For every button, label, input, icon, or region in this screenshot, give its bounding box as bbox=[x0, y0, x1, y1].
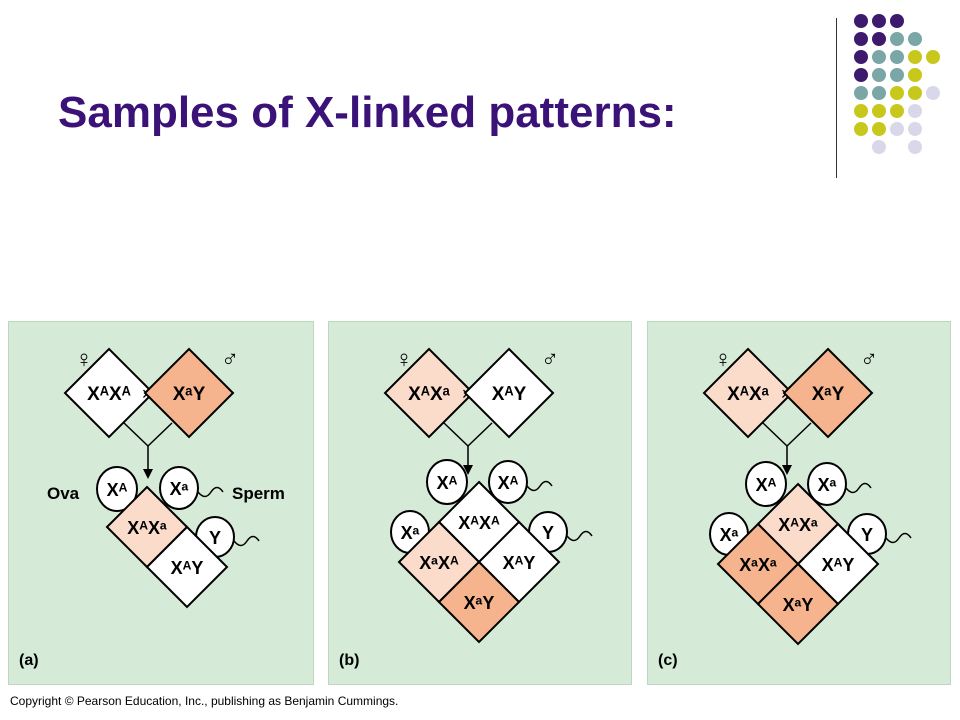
sperm-gamete-1-label: Xᵃ bbox=[170, 479, 189, 499]
sperm-tail-2 bbox=[233, 535, 260, 547]
egg-gamete-1 bbox=[745, 461, 787, 507]
offspring-cell-4-label: XᵃY bbox=[464, 593, 495, 613]
offspring-cell-4-label: XᵃY bbox=[783, 595, 814, 615]
dot-grid-row-4 bbox=[854, 68, 922, 82]
panel-label: (a) bbox=[19, 652, 39, 669]
dot-grid-row-2 bbox=[854, 32, 922, 46]
offspring-cell-4 bbox=[756, 562, 840, 646]
decorative-dot-grid bbox=[854, 14, 940, 154]
ova-label: Ova bbox=[47, 484, 80, 503]
punnett-panel-c: ♀ ♂ XᴬXᵃ × XᵃY Xᴬ Xᵃ Xᵃ Y XᴬXᵃ XᵃXᵃ XᴬY … bbox=[647, 321, 951, 685]
title-divider-line bbox=[836, 18, 837, 178]
male-symbol: ♂ bbox=[860, 346, 878, 373]
mother-genotype-diamond bbox=[383, 347, 475, 439]
offspring-cell-4 bbox=[437, 560, 521, 644]
offspring-cell-1-label: XᴬXᵃ bbox=[127, 518, 167, 538]
mother-genotype-label: XᴬXᵃ bbox=[727, 384, 770, 405]
sperm-tail-1 bbox=[845, 482, 872, 494]
father-genotype-diamond bbox=[782, 347, 874, 439]
father-genotype-diamond bbox=[463, 347, 555, 439]
father-genotype-label: XᴬY bbox=[492, 384, 527, 405]
dot-grid-row-7 bbox=[854, 122, 922, 136]
dot-grid-row-8 bbox=[872, 140, 922, 154]
male-symbol: ♂ bbox=[221, 346, 239, 373]
male-symbol: ♂ bbox=[541, 346, 559, 373]
female-symbol: ♀ bbox=[75, 346, 93, 373]
offspring-cell-2-label: XᵃXᵃ bbox=[739, 555, 777, 575]
sperm-gamete-1-label: Xᴬ bbox=[498, 473, 519, 493]
dot-grid-row-6 bbox=[854, 104, 922, 118]
cross-connector bbox=[443, 422, 493, 448]
arrow-head bbox=[463, 465, 473, 475]
dot-grid-row-5 bbox=[854, 86, 940, 100]
mother-genotype-label: XᴬXᵃ bbox=[408, 384, 451, 405]
arrow-head bbox=[782, 465, 792, 475]
offspring-cell-3-label: XᴬY bbox=[503, 553, 536, 573]
punnett-panel-b: ♀ ♂ XᴬXᵃ × XᴬY Xᴬ Xᵃ Xᴬ Y XᴬXᴬ XᵃXᴬ XᴬY … bbox=[328, 321, 632, 685]
mother-genotype-label: XᴬXᴬ bbox=[87, 384, 131, 405]
sperm-tail-1 bbox=[197, 486, 224, 498]
father-genotype-label: XᵃY bbox=[812, 384, 845, 405]
sperm-gamete-1 bbox=[807, 462, 847, 506]
sperm-gamete-2-label: Y bbox=[209, 528, 221, 548]
egg-gamete-label: Xᴬ bbox=[107, 480, 128, 500]
sperm-tail-2 bbox=[566, 530, 593, 542]
sperm-gamete-1 bbox=[159, 466, 199, 510]
cross-connector bbox=[123, 422, 173, 448]
sperm-gamete-1-label: Xᵃ bbox=[818, 475, 837, 495]
egg-gamete-2-label: Xᵃ bbox=[401, 523, 420, 543]
father-genotype-label: XᵃY bbox=[173, 384, 206, 405]
dot-grid-row-3 bbox=[854, 50, 940, 64]
sperm-gamete-2-label: Y bbox=[542, 523, 554, 543]
offspring-cell-1-label: XᴬXᵃ bbox=[778, 515, 818, 535]
offspring-cell-2 bbox=[145, 525, 229, 609]
copyright-notice: Copyright © Pearson Education, Inc., pub… bbox=[10, 694, 399, 708]
panel-label: (b) bbox=[339, 652, 359, 669]
egg-gamete-1-label: Xᴬ bbox=[437, 473, 458, 493]
egg-gamete-1 bbox=[426, 459, 468, 505]
offspring-cell-2-label: XᵃXᴬ bbox=[419, 553, 459, 573]
mother-genotype-diamond bbox=[702, 347, 794, 439]
slide-title: Samples of X-linked patterns: bbox=[58, 88, 677, 137]
panel-label: (c) bbox=[658, 652, 678, 669]
egg-gamete-2-label: Xᵃ bbox=[720, 525, 739, 545]
sperm-label: Sperm bbox=[232, 484, 285, 503]
sperm-gamete-1 bbox=[488, 460, 528, 504]
female-symbol: ♀ bbox=[714, 346, 732, 373]
sperm-tail-1 bbox=[526, 480, 553, 492]
arrow-head bbox=[143, 469, 153, 479]
offspring-cell-1-label: XᴬXᴬ bbox=[458, 513, 500, 533]
female-symbol: ♀ bbox=[395, 346, 413, 373]
offspring-cell-2-label: XᴬY bbox=[171, 558, 204, 578]
cross-connector bbox=[762, 422, 812, 448]
punnett-panel-a: ♀ ♂ XᴬXᴬ × XᵃY Ova Sperm Xᴬ Xᵃ Y XᴬXᵃ Xᴬ… bbox=[8, 321, 314, 685]
dot-grid-row-1 bbox=[854, 14, 904, 28]
father-genotype-diamond bbox=[143, 347, 235, 439]
egg-gamete bbox=[96, 466, 138, 512]
egg-gamete-1-label: Xᴬ bbox=[756, 475, 777, 495]
mother-genotype-diamond bbox=[63, 347, 155, 439]
sperm-tail-2 bbox=[885, 532, 912, 544]
sperm-gamete-2-label: Y bbox=[861, 525, 873, 545]
offspring-cell-3-label: XᴬY bbox=[822, 555, 855, 575]
